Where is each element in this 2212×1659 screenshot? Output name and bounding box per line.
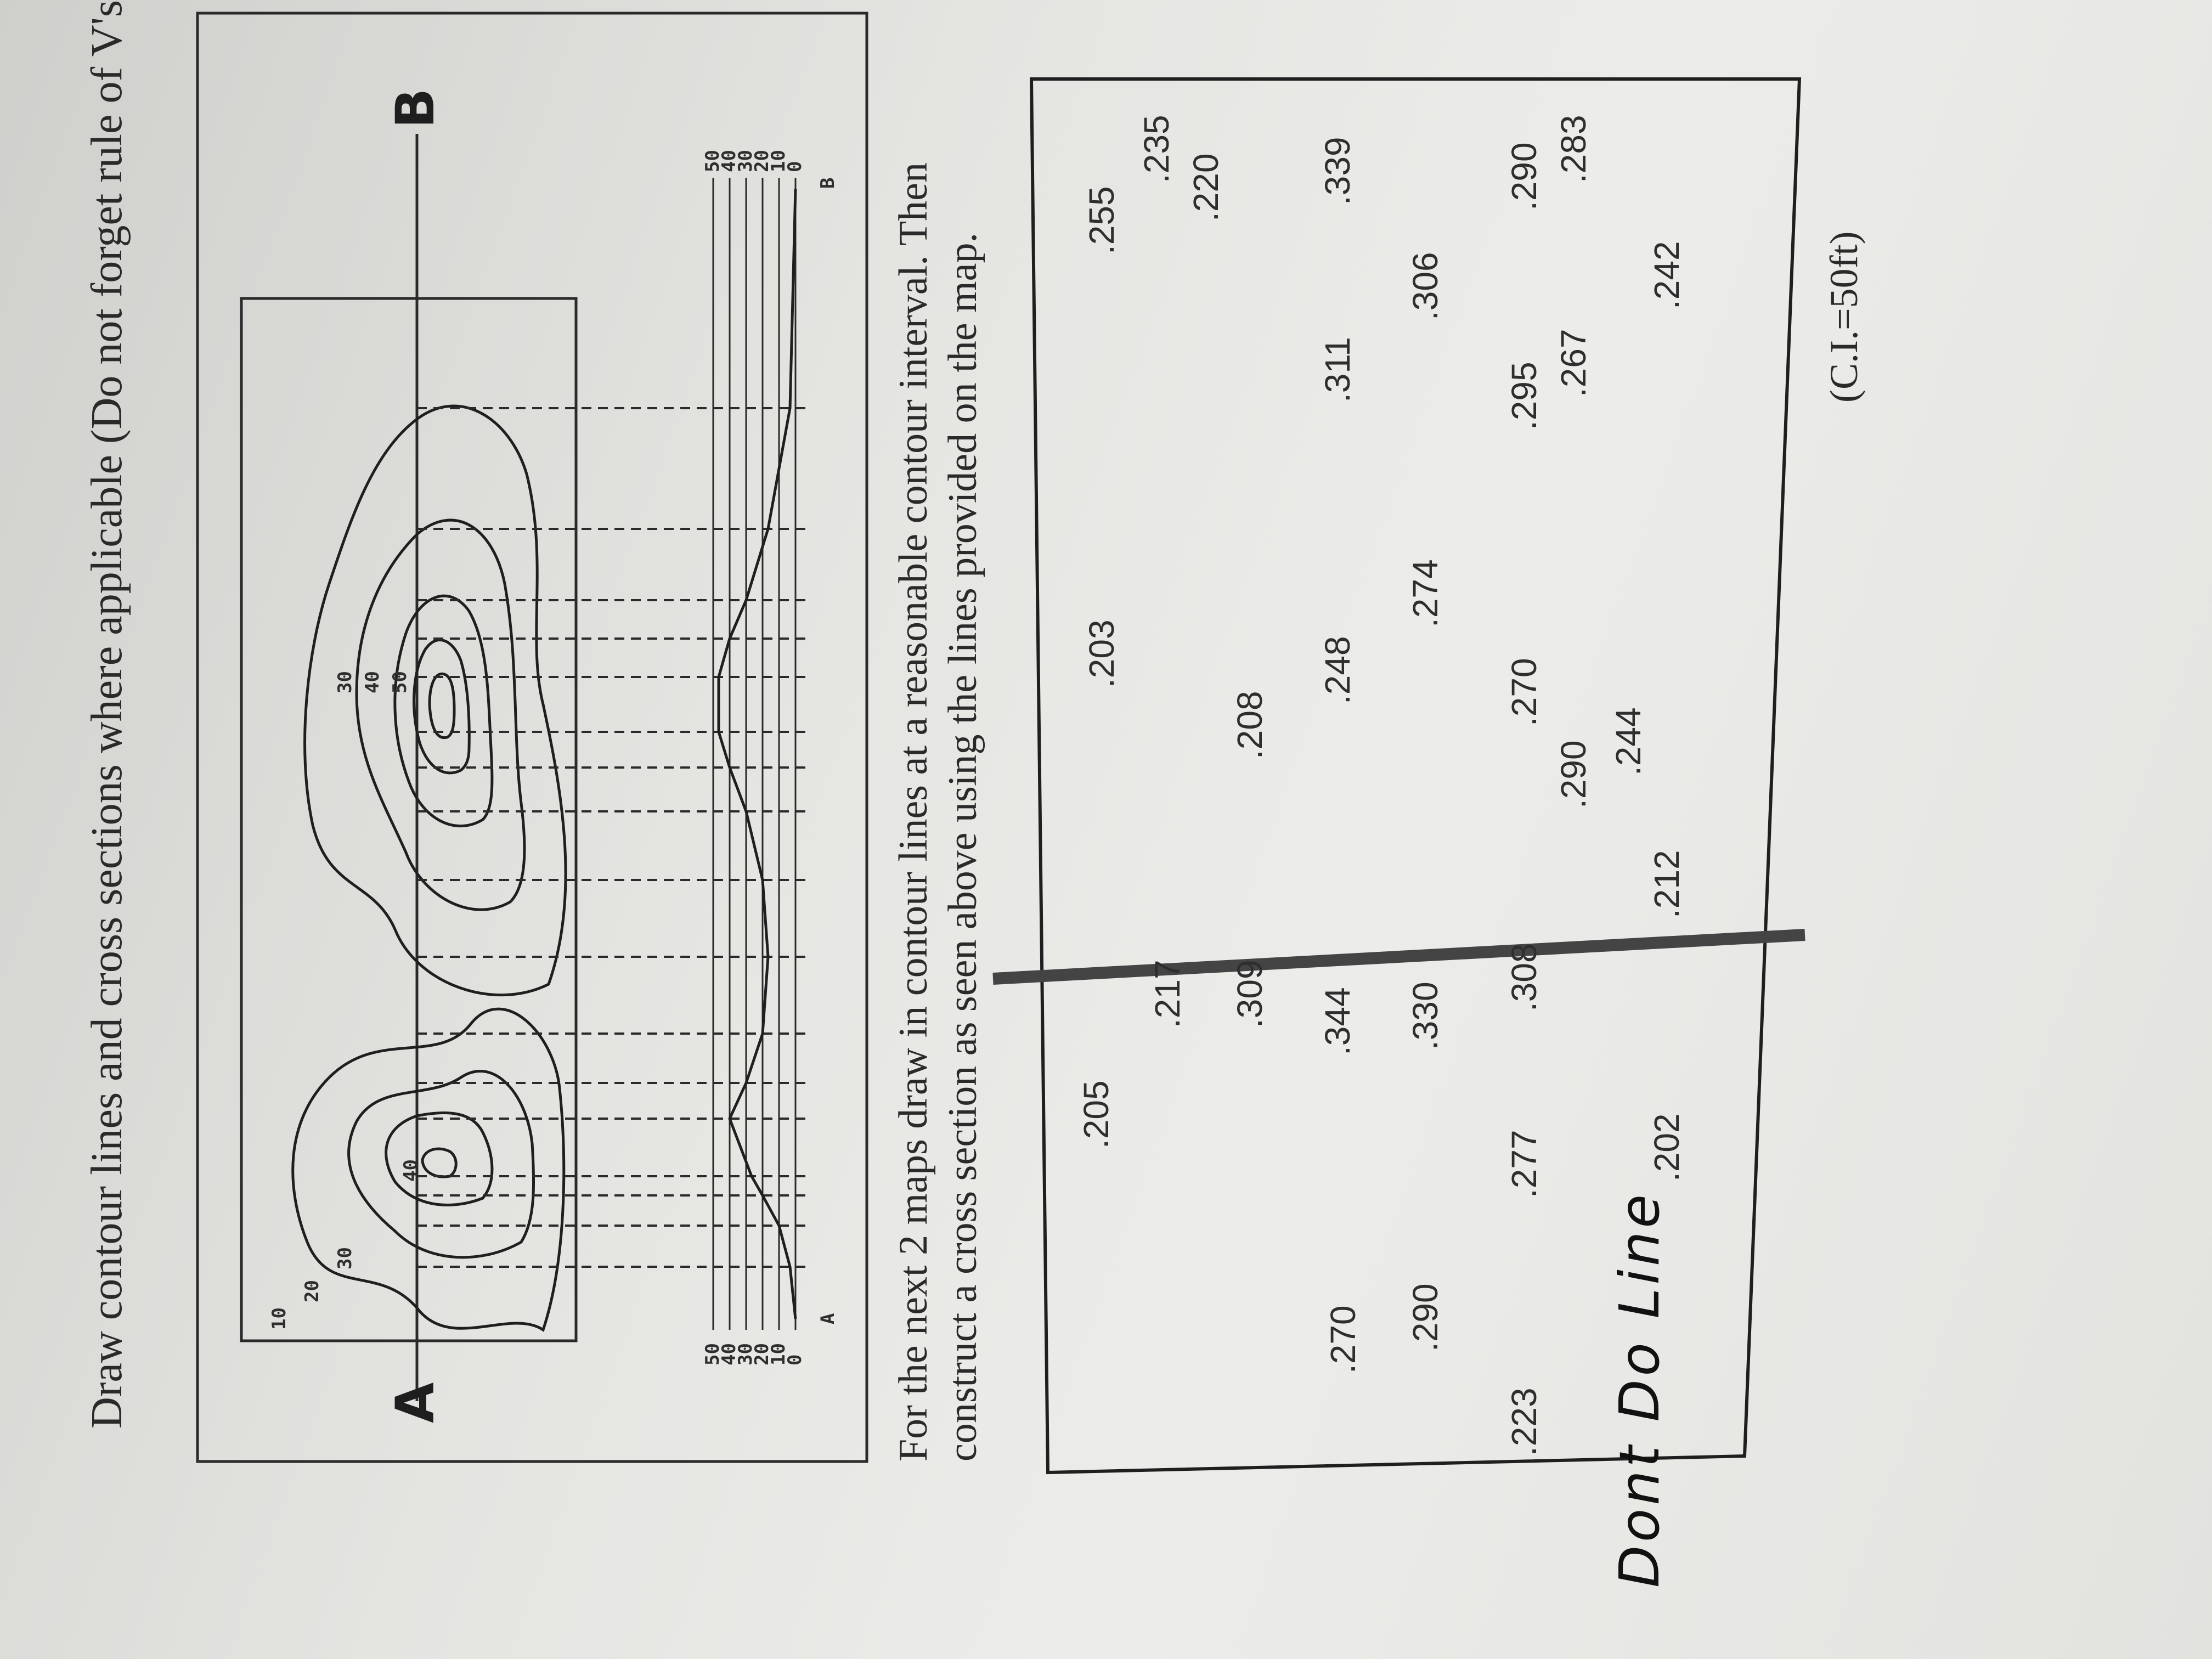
svg-text:30: 30	[735, 150, 757, 172]
profile-scale-left: 50 40 30 20 10 0	[702, 1343, 806, 1365]
spot-elevation: .235	[1137, 115, 1176, 183]
spot-elevation: .244	[1609, 707, 1648, 776]
svg-text:20: 20	[751, 1343, 773, 1365]
spot-elevation: .290	[1406, 1283, 1445, 1352]
map1-outer-frame	[196, 12, 868, 1463]
spot-elevation: .290	[1554, 740, 1593, 809]
profile-end-b: B	[817, 178, 839, 189]
svg-text:30: 30	[735, 1343, 757, 1365]
contour-label: 20	[301, 1280, 323, 1302]
spot-elevation: .290	[1504, 142, 1544, 211]
spot-elevation: .212	[1647, 850, 1686, 918]
spot-elevation: .295	[1504, 362, 1544, 430]
contour-label: 10	[268, 1307, 290, 1330]
spot-elevation: .311	[1318, 337, 1357, 403]
svg-text:20: 20	[751, 150, 773, 172]
svg-text:50: 50	[702, 150, 724, 172]
spot-elevation: .202	[1647, 1113, 1686, 1182]
spot-elevation: .308	[1504, 943, 1544, 1012]
contour-label: 30	[334, 1247, 356, 1269]
spot-elevation: .208	[1230, 691, 1269, 759]
spot-elevation: .217	[1148, 960, 1187, 1028]
spot-elevation: .283	[1554, 115, 1593, 183]
svg-text:50: 50	[702, 1343, 724, 1365]
left-contour-labels: 10 20 30 40	[268, 1159, 422, 1330]
profile-curve	[717, 188, 797, 1319]
map1-inner-box	[240, 297, 578, 1342]
spot-elevation: .344	[1318, 987, 1357, 1056]
spot-elevation: .330	[1406, 981, 1445, 1050]
spot-elevation: .248	[1318, 636, 1357, 704]
handwritten-note: Dont Do Line	[1607, 1191, 1672, 1588]
contour-label: 40	[400, 1159, 422, 1182]
svg-text:10: 10	[768, 150, 789, 172]
spot-elevation: .220	[1186, 153, 1226, 222]
spot-elevation: .255	[1082, 186, 1121, 255]
contour-map-1: A B 10 20 30 40 30 40 50 50 40 30 20 10 …	[196, 12, 868, 1463]
spot-elevation: .309	[1230, 960, 1269, 1028]
map2-frame	[1029, 77, 1802, 1475]
svg-text:40: 40	[718, 1343, 740, 1365]
profile-end-a: A	[817, 1313, 839, 1324]
spot-elevations: .205 .217 .309 .208 .203 .255 .235 .220 …	[1076, 115, 1686, 1456]
left-hill-contours	[291, 1007, 566, 1332]
contour-label: 40	[362, 671, 383, 693]
spot-elevation: .306	[1406, 252, 1445, 320]
profile-grid	[712, 178, 797, 1330]
map1-label-a: A	[385, 1383, 446, 1423]
right-contour-labels: 30 40 50	[334, 671, 411, 693]
svg-text:0: 0	[784, 161, 806, 172]
spot-elevation: .270	[1504, 658, 1544, 726]
contour-label: 30	[334, 671, 356, 693]
spot-elevation: .203	[1082, 619, 1121, 688]
spot-elevation: .339	[1318, 137, 1357, 205]
svg-text:40: 40	[718, 150, 740, 172]
spot-elevation: .274	[1406, 559, 1445, 628]
spot-elevation: .277	[1504, 1130, 1544, 1198]
svg-text:0: 0	[784, 1355, 806, 1365]
profile-scale-right: 50 40 30 20 10 0	[702, 150, 806, 172]
contour-interval-note: (C.I.=50ft)	[1822, 231, 1866, 403]
spot-elevation: .205	[1076, 1080, 1116, 1149]
map1-label-b: B	[385, 88, 446, 128]
spot-elevation: .270	[1323, 1305, 1363, 1374]
spot-elevation: .242	[1647, 241, 1686, 309]
contour-label: 50	[389, 671, 411, 693]
spot-elevation: .223	[1504, 1387, 1544, 1456]
drawn-section-line	[992, 929, 1805, 985]
right-hill-contours	[303, 404, 567, 997]
spot-elevation: .267	[1554, 329, 1593, 397]
svg-text:10: 10	[768, 1343, 789, 1365]
